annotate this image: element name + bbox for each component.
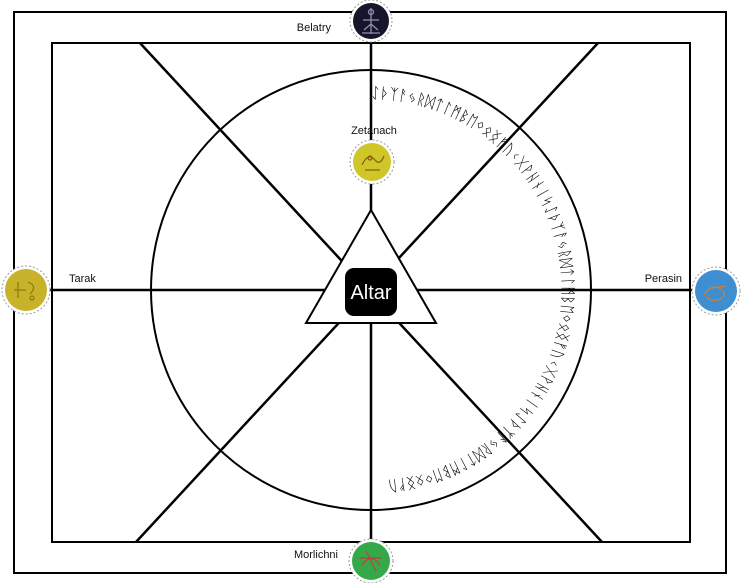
zetanach-sigil-icon — [361, 155, 385, 171]
altar-box — [345, 268, 397, 316]
perasin-disc — [695, 270, 737, 312]
morlichni-sigil-icon — [360, 550, 382, 572]
sigil-belatry[interactable] — [349, 0, 393, 43]
belatry-label: Belatry — [297, 22, 332, 34]
altar-label: Altar — [350, 282, 391, 304]
zetanach-label: Zetanach — [351, 125, 397, 137]
sigil-perasin[interactable] — [691, 266, 741, 316]
morlichni-label: Morlichni — [294, 549, 338, 561]
altar-triangle — [304, 207, 438, 324]
belatry-sigil-icon — [362, 8, 380, 34]
tarak-sigil-icon — [14, 281, 35, 301]
zetanach-disc — [353, 143, 391, 181]
tarak-label: Tarak — [69, 273, 96, 285]
altar[interactable]: Altar — [345, 268, 397, 316]
ritual-circle — [150, 69, 592, 511]
sigil-zetanach[interactable] — [349, 139, 395, 185]
perasin-sigil-icon — [703, 285, 727, 302]
sigil-tarak[interactable] — [1, 265, 51, 315]
sigil-morlichni[interactable] — [348, 538, 394, 583]
perasin-label: Perasin — [645, 273, 682, 285]
